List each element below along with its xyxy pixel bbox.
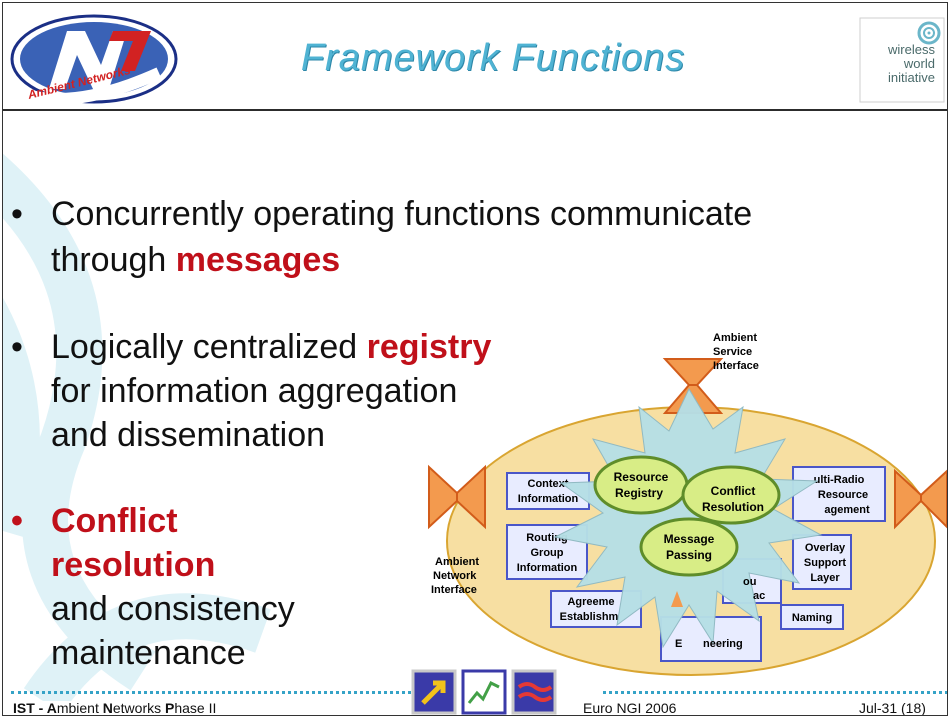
wwi-line-2: world: [903, 56, 935, 71]
oval-conflict-line-1: Conflict: [711, 484, 756, 498]
ambient-service-interface-label-1: Ambient: [713, 332, 757, 344]
title-banner: [213, 23, 773, 113]
footer-a: A: [46, 700, 57, 716]
oval-message-line-2: Passing: [666, 548, 712, 562]
bullet-3-line-4: maintenance: [51, 634, 246, 672]
ambient-network-interface-label-2: Network: [433, 570, 477, 582]
oval-registry-line-2: Registry: [615, 486, 663, 500]
box-multiradio-line-2: Resource: [818, 489, 868, 501]
footer-hase: hase II: [174, 700, 217, 716]
box-agreement-line-2: Establishm: [560, 611, 619, 623]
oval-resource-registry: Resource Registry: [593, 455, 689, 515]
traffic-fragment-1: E: [675, 638, 682, 650]
ambient-network-interface-label-1: Ambient: [435, 556, 479, 568]
bullet-1-line-2: through messages: [51, 237, 871, 283]
box-naming: Naming: [780, 604, 844, 630]
wwi-text: wireless world initiative: [861, 43, 935, 85]
box-naming-label: Naming: [792, 612, 832, 624]
box-routing-line-3: Information: [517, 562, 578, 574]
bullet-1-text: Concurrently operating functions communi…: [51, 191, 871, 283]
title-underline: [3, 109, 947, 111]
bullet-3-line-1: Conflict: [51, 502, 178, 540]
box-multiradio-line-1: ulti-Radio: [814, 474, 865, 486]
bullet-2-highlight: registry: [366, 328, 492, 366]
footer-date-page: Jul-31 (18): [859, 700, 926, 716]
footer-mbient: mbient: [56, 700, 103, 716]
box-overlay-support-layer: Overlay Support Layer: [792, 534, 852, 590]
bullet-1-line-1: Concurrently operating functions communi…: [51, 195, 753, 233]
footer-ist: IST -: [13, 700, 47, 716]
box-routing-line-1: Routing: [526, 532, 568, 544]
oval-message-line-1: Message: [664, 532, 715, 546]
bullet-1-line-2-a: through: [51, 241, 176, 279]
bullet-2-text: Logically centralized registry for infor…: [51, 325, 571, 457]
box-multiradio-line-3: agement: [824, 504, 870, 516]
box-agreement-line-1: Agreeme: [567, 596, 614, 608]
footer-dotted-rule-right: [603, 691, 947, 694]
tile-graph: [461, 669, 507, 715]
bullet-2-line-1-a: Logically centralized: [51, 328, 367, 366]
traffic-fragment-2: neering: [703, 638, 743, 650]
left-interface-icon: [428, 464, 486, 530]
footer-p: P: [165, 700, 175, 716]
hidden-box-fragment-1: ou: [743, 576, 756, 588]
bullet-2-line-1: Logically centralized registry: [51, 325, 571, 369]
bullet-2-line-2: for information aggregation: [51, 372, 458, 410]
tile-waves: [511, 669, 557, 715]
box-routing-line-2: Group: [531, 547, 564, 559]
oval-message-passing: Message Passing: [639, 517, 739, 577]
bullet-dot: •: [11, 328, 23, 366]
background-watermark: [3, 153, 271, 701]
ambient-service-interface-label-2: Service: [713, 346, 752, 358]
bullet-1-highlight: messages: [175, 241, 341, 279]
box-overlay-line-1: Overlay: [805, 542, 846, 554]
box-overlay-line-2: Support: [804, 557, 846, 569]
tile-arrow: [411, 669, 457, 715]
star-accent-mark: [671, 591, 683, 607]
title-bar: Framework Functions Ambient Networks wir…: [3, 3, 947, 113]
right-interface-icon: [894, 468, 947, 530]
footer-event: Euro NGI 2006: [583, 700, 677, 716]
footer-etworks: etworks: [112, 700, 165, 716]
framework-diagram: Ambient Service Interface Ambient Networ…: [428, 332, 947, 676]
ambient-network-interface-label-3: Interface: [431, 584, 477, 596]
footer-logo-tiles: [411, 669, 557, 715]
bullet-dot: •: [11, 195, 23, 233]
ambient-service-interface-label-3: Interface: [713, 360, 759, 372]
wireless-world-initiative-logo: [859, 17, 945, 103]
hidden-box-fragment-2: ac: [753, 590, 765, 602]
box-routing-group-information: Routing Group Information: [506, 524, 588, 580]
box-context-line-2: Information: [518, 493, 579, 505]
footer-project-name: IST - Ambient Networks Phase II: [13, 700, 217, 716]
wwi-line-3: initiative: [888, 70, 935, 85]
page-title: Framework Functions: [300, 37, 686, 79]
bullet-2-line-3: and dissemination: [51, 416, 326, 454]
oval-conflict-line-2: Resolution: [702, 500, 764, 514]
box-multi-radio-resource-management: ulti-Radio Resource agement: [792, 466, 886, 522]
bullet-3-text: Conflict resolution and consistency main…: [51, 499, 371, 675]
box-overlay-line-3: Layer: [810, 572, 840, 584]
ambient-networks-logo: Ambient Networks: [10, 14, 178, 105]
oval-registry-line-1: Resource: [614, 470, 669, 484]
footer-n: N: [102, 700, 113, 716]
bullet-3-line-3: and consistency: [51, 590, 295, 628]
bullet-dot: •: [11, 502, 23, 540]
wwi-line-1: wireless: [888, 42, 935, 57]
footer-dotted-rule-left: [11, 691, 411, 694]
bullet-3-line-2: resolution: [51, 546, 216, 584]
oval-conflict-resolution: Conflict Resolution: [681, 465, 781, 525]
box-context-line-1: Context: [528, 478, 569, 490]
